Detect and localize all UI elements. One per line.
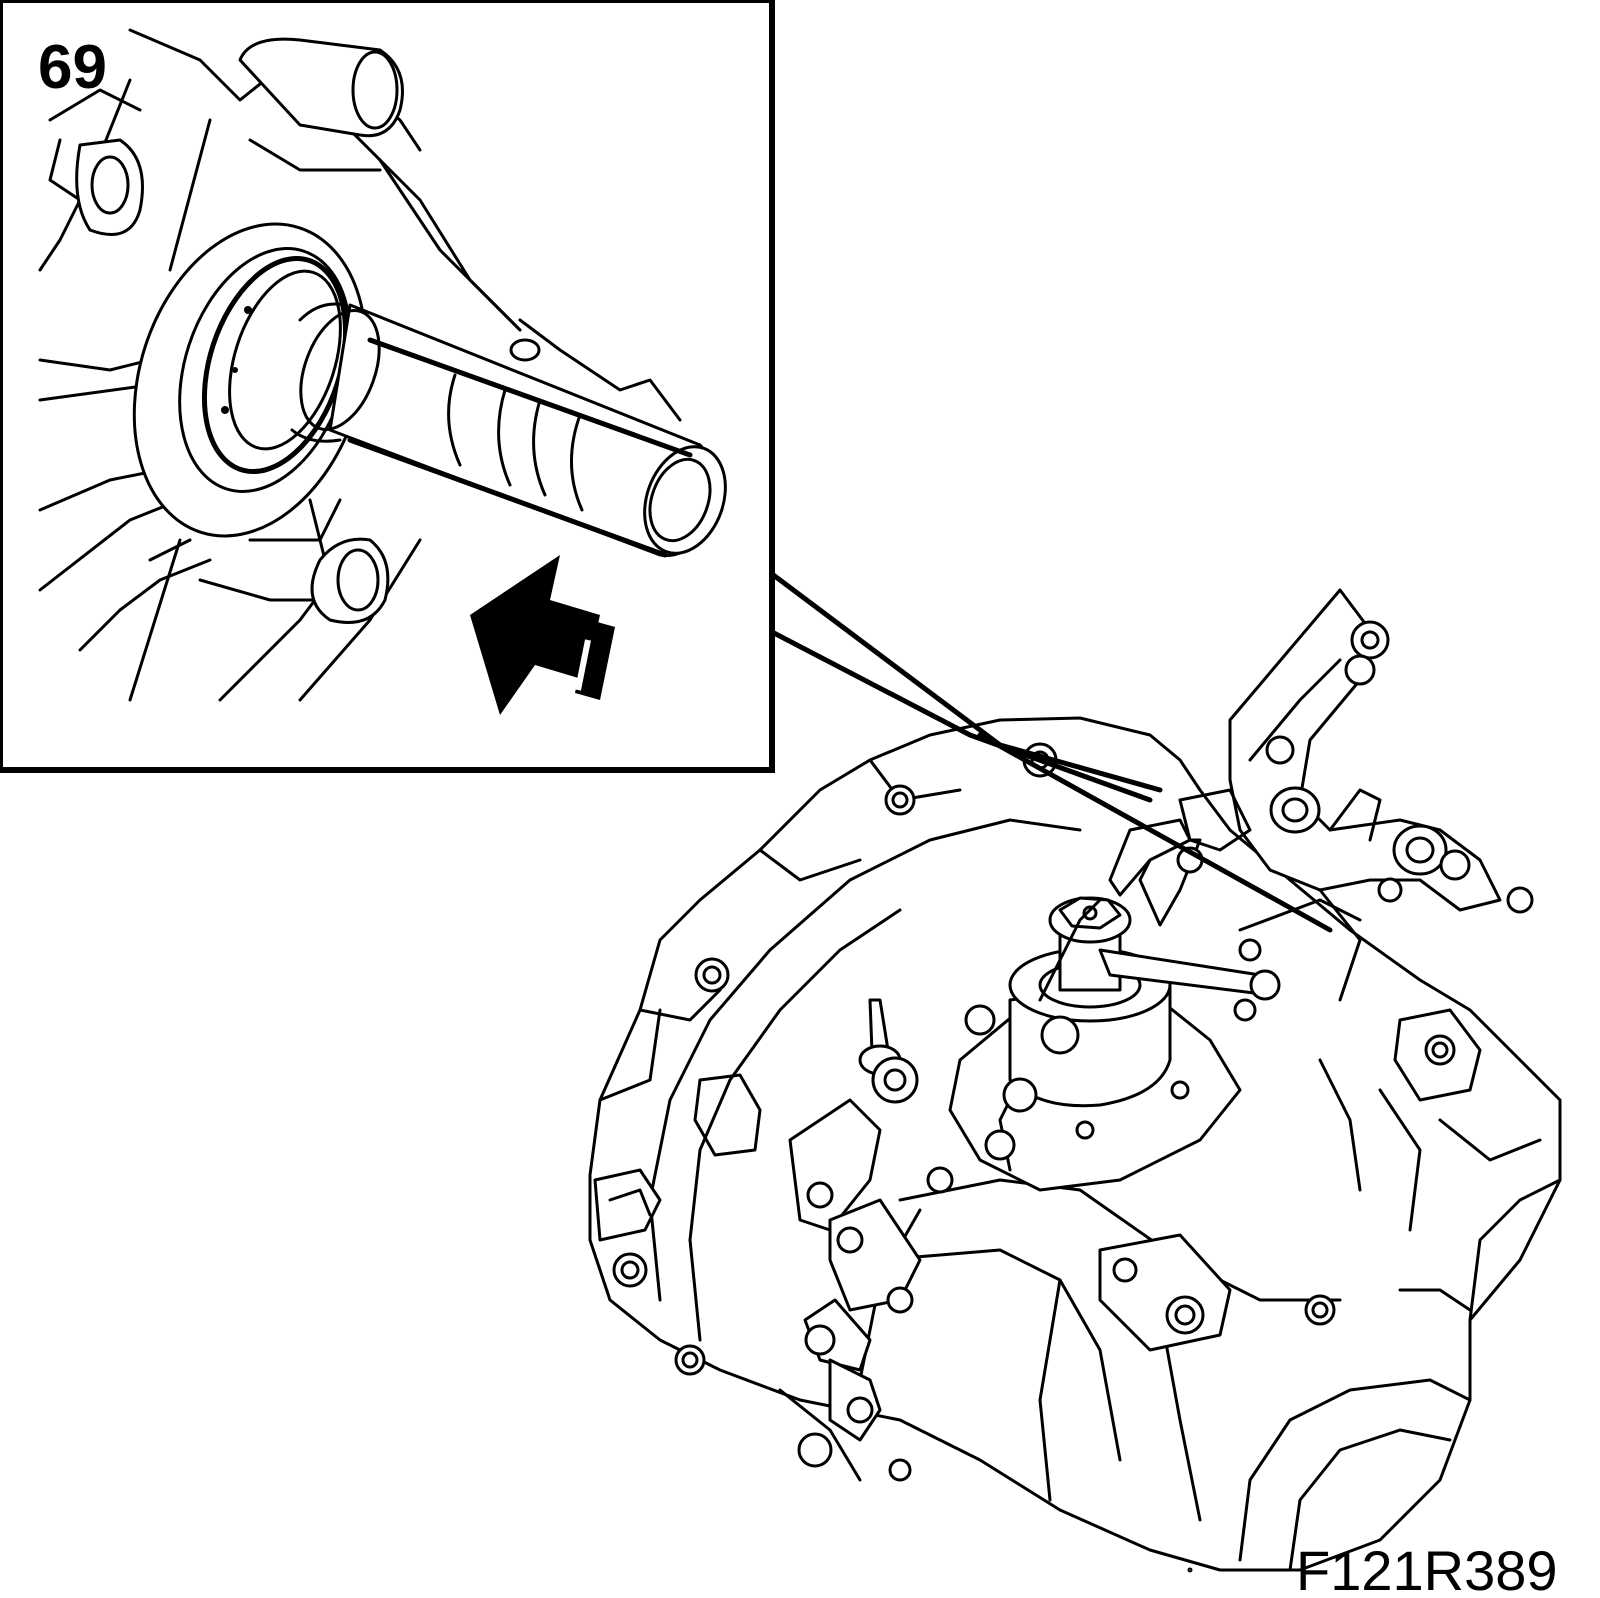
reference-code: F121R389 (1296, 1539, 1558, 1598)
upper-bracket (1178, 588, 1534, 1002)
step-number: 69 (38, 33, 107, 102)
gear-selector-mechanism (948, 818, 1281, 1192)
lower-bracket (778, 998, 954, 1482)
detail-inset: 69 (0, 0, 1333, 933)
arrow-icon (470, 555, 615, 715)
input-shaft (290, 302, 727, 558)
